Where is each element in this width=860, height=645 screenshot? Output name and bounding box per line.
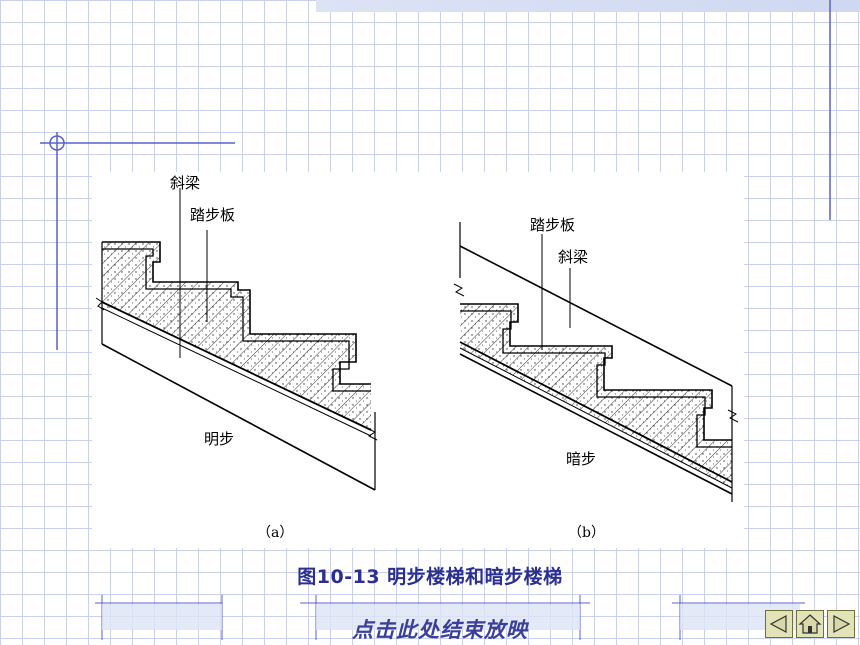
left-arrow-icon	[769, 615, 787, 633]
right-arrow-icon	[833, 615, 851, 633]
end-show-link[interactable]: 点击此处结束放映	[352, 617, 528, 642]
diagram-a-open-step: 斜梁 踏步板 明步 （a）	[95, 174, 378, 541]
label-a-tread: 踏步板	[190, 206, 235, 224]
label-a-type: 明步	[204, 430, 234, 448]
home-icon	[798, 614, 822, 634]
home-button[interactable]	[796, 610, 824, 638]
top-banner-bar	[316, 0, 860, 12]
diagram-b-closed-step: 踏步板 斜梁 暗步 （b）	[453, 216, 739, 541]
label-b-tread: 踏步板	[530, 216, 575, 234]
stair-figure: 斜梁 踏步板 明步 （a）	[92, 172, 744, 548]
label-b-beam: 斜梁	[558, 248, 588, 266]
prev-slide-button[interactable]	[765, 610, 793, 638]
sublabel-a: （a）	[257, 525, 293, 541]
stair-diagram-svg: 斜梁 踏步板 明步 （a）	[95, 174, 739, 541]
next-slide-button[interactable]	[827, 610, 855, 638]
sublabel-b: （b）	[568, 525, 605, 541]
figure-caption: 图10-13 明步楼梯和暗步楼梯	[297, 566, 563, 588]
label-a-beam: 斜梁	[170, 174, 200, 192]
label-b-type: 暗步	[566, 450, 596, 468]
